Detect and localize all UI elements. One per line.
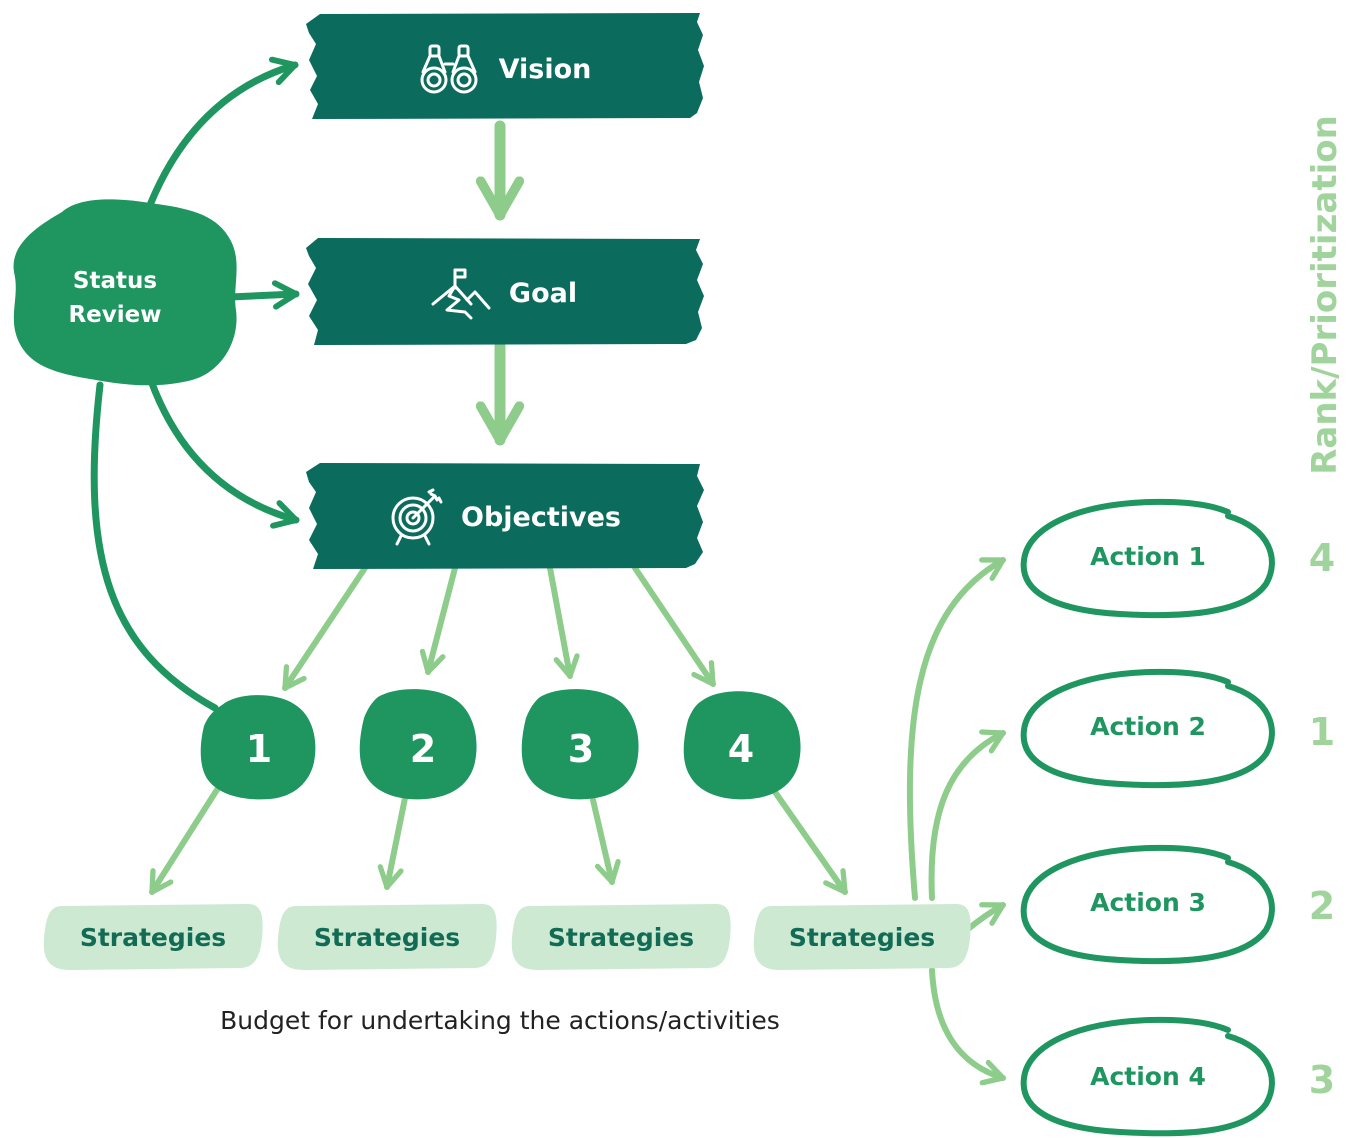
objective-blob-2 [359, 689, 477, 800]
arrow-4-to-strategies [772, 789, 848, 895]
rank-action-2: 1 [1308, 710, 1336, 754]
rank-prioritization-text: Rank/Prioritization [1305, 115, 1345, 475]
goal-label: Goal [508, 277, 578, 309]
objectives-node: Objectives [318, 470, 690, 564]
vision-node: Vision [318, 22, 690, 116]
objective-number-3: 3 [567, 727, 595, 771]
arrow-strategies-to-action-1 [906, 557, 1006, 901]
arrow-3-to-strategies [590, 797, 621, 885]
goal-box [306, 238, 704, 345]
objective-blob-1 [200, 695, 316, 800]
arrow-status-to-goal [226, 280, 300, 310]
status-review-label: Status Review [30, 262, 200, 334]
action-oval-2 [1020, 668, 1275, 789]
action-oval-1 [1020, 498, 1275, 619]
arrow-status-to-vision [146, 56, 299, 209]
target-arrow-icon [387, 488, 443, 546]
arrow-strategies-to-action-4 [929, 967, 1006, 1086]
action-oval-3 [1020, 844, 1275, 965]
arrow-1-to-strategies [149, 782, 223, 895]
rank-action-1: 4 [1308, 536, 1336, 580]
objective-number-2: 2 [409, 727, 437, 771]
vision-box [306, 13, 704, 119]
objectives-label: Objectives [461, 501, 621, 533]
strategy-label-4: Strategies [788, 922, 936, 952]
action-label-4: Action 4 [1090, 1061, 1206, 1091]
strategy-pill-4 [753, 904, 971, 970]
arrow-strategies-to-action-3 [964, 902, 1006, 933]
arrow-objectives-to-4 [632, 565, 716, 687]
strategy-label-3: Strategies [547, 922, 695, 952]
strategy-pill-2 [277, 904, 497, 970]
strategy-label-2: Strategies [313, 922, 461, 952]
goal-node: Goal [318, 246, 690, 340]
action-label-3: Action 3 [1090, 887, 1206, 917]
arrow-objectives-to-1 [282, 565, 368, 691]
arrow-strategies-to-action-2 [928, 729, 1006, 901]
rank-action-3: 2 [1308, 884, 1336, 928]
arrow-objectives-to-3 [547, 565, 580, 679]
status-review-line2: Review [68, 302, 162, 328]
objective-number-1: 1 [245, 727, 273, 771]
action-label-1: Action 1 [1090, 541, 1206, 571]
arrow-objectives-to-2 [419, 565, 458, 675]
strategy-pill-3 [511, 904, 731, 970]
strategy-pill-1 [43, 904, 263, 970]
arrow-2-to-strategies [377, 795, 408, 890]
objective-number-4: 4 [727, 727, 755, 771]
status-review-blob [13, 199, 237, 386]
status-review-line1: Status [72, 268, 158, 294]
rank-action-4: 3 [1308, 1058, 1336, 1102]
binoculars-icon [417, 42, 481, 96]
objectives-box [306, 463, 704, 569]
objective-blob-3 [521, 689, 639, 800]
mountain-flag-icon [431, 266, 491, 320]
arrow-status-to-objectives [146, 374, 300, 529]
vision-label: Vision [498, 53, 592, 85]
arrow-status-to-objective-1 [90, 381, 219, 712]
action-label-2: Action 2 [1090, 711, 1206, 741]
budget-note: Budget for undertaking the actions/activ… [220, 1006, 780, 1035]
action-oval-4 [1020, 1016, 1275, 1137]
strategy-label-1: Strategies [79, 922, 227, 952]
objective-blob-4 [683, 691, 801, 800]
